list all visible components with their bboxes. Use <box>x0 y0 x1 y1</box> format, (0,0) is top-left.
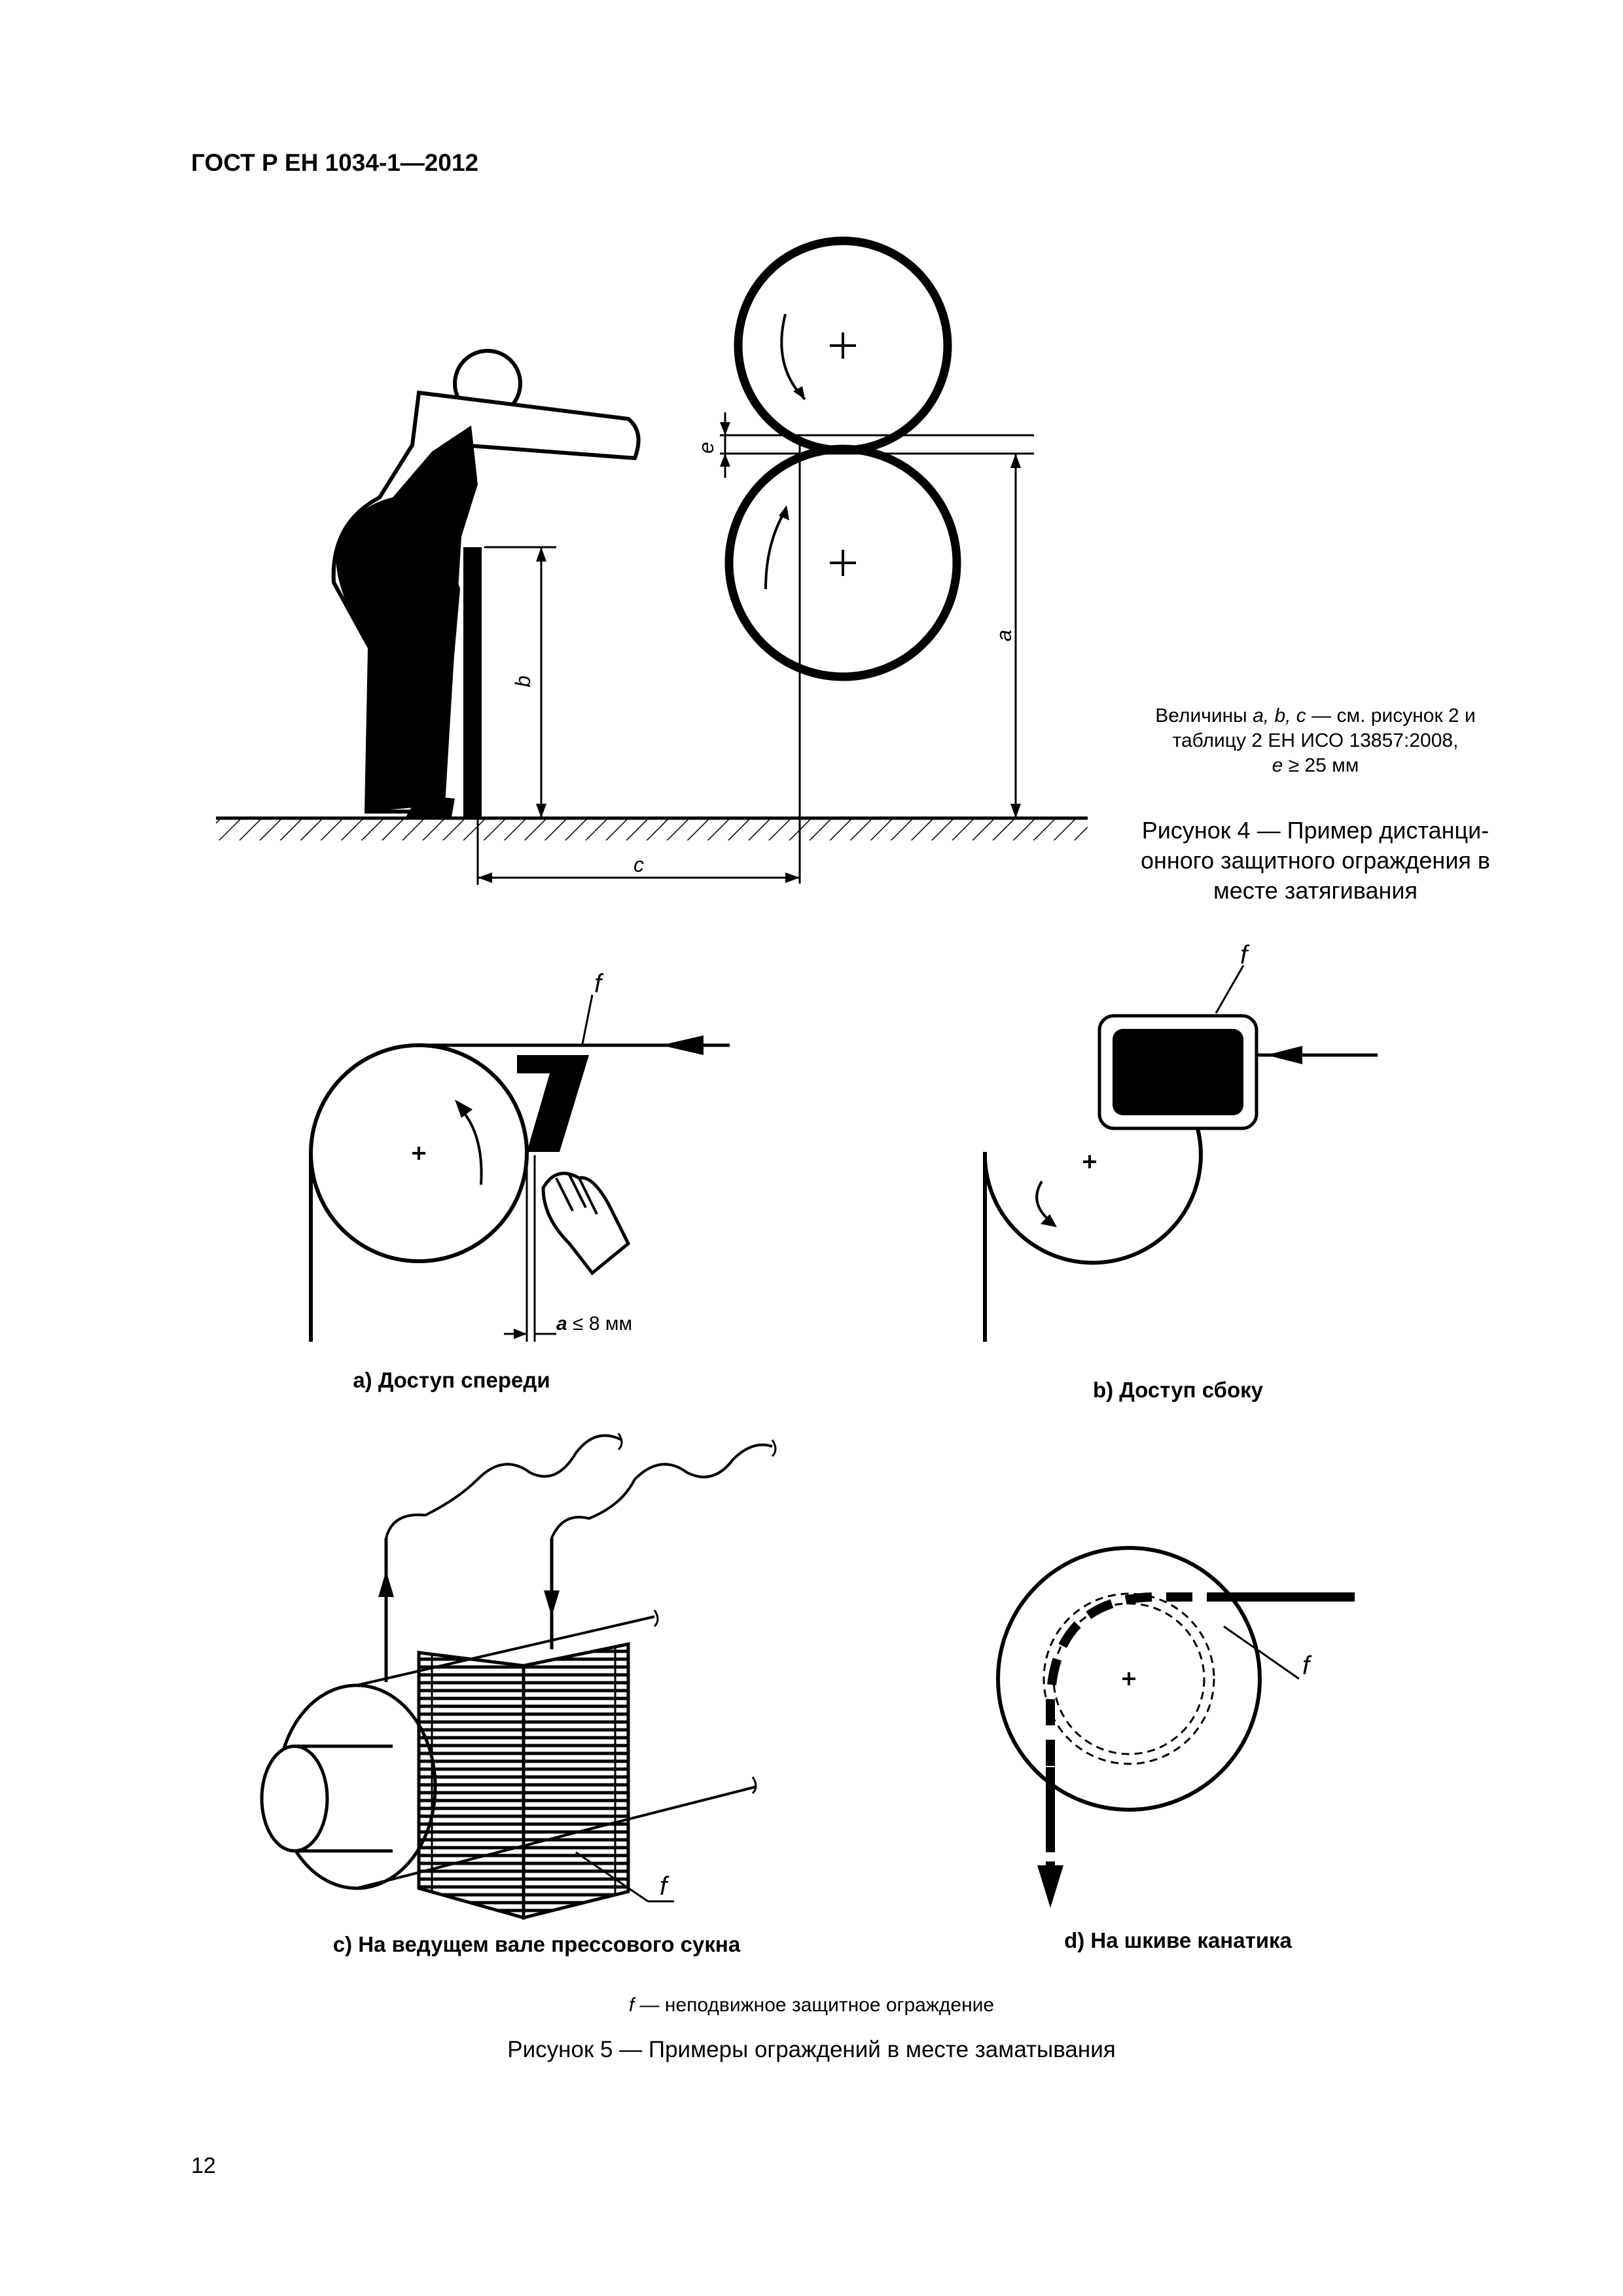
lower-roller <box>724 444 961 681</box>
guard-label-5b: f <box>1240 941 1250 969</box>
guard-label-5d: f <box>1302 1651 1312 1680</box>
dim-label-c: c <box>633 853 644 876</box>
figure5d-drawing: f <box>996 1546 1355 1908</box>
guard-label-5a: f <box>594 969 604 998</box>
figure4-note: Величины a, b, c — см. рисунок 2 и табли… <box>1155 705 1476 776</box>
document-id-header: ГОСТ Р ЕН 1034-1—2012 <box>191 149 479 176</box>
figure4-drawing: b c e a <box>216 236 1088 885</box>
dim-label-b: b <box>511 675 535 687</box>
subcaption-b: b) Доступ сбоку <box>1092 1378 1264 1402</box>
figure5b-drawing: f <box>982 941 1378 1342</box>
figure5-legend: f — неподвижное защитное ограждение <box>628 1994 995 2016</box>
guard-label-5c: f <box>660 1872 669 1901</box>
subcaption-c: с) На ведущем вале прессового сукна <box>332 1932 741 1956</box>
guard-grille-5c <box>417 1641 630 1920</box>
figure5c-drawing: f <box>260 1433 777 1920</box>
page-number: 12 <box>191 2153 216 2178</box>
person-figure <box>331 349 641 817</box>
figure4-caption: Рисунок 4 — Пример дистанци- онного защи… <box>1140 817 1491 904</box>
guard-profile-5a <box>517 1055 589 1152</box>
rope-path <box>1046 1592 1355 1885</box>
distance-guard-post <box>463 547 482 818</box>
roll-shaft <box>260 1744 329 1853</box>
subcaption-a: а) Доступ спереди <box>353 1368 550 1392</box>
figure5a-drawing: f a ≤ 8 мм <box>309 969 730 1342</box>
ground-hatch <box>216 819 1088 840</box>
dim-a-label: a ≤ 8 мм <box>556 1313 632 1335</box>
figure5-caption: Рисунок 5 — Примеры ограждений в месте з… <box>507 2037 1116 2062</box>
sheave-5d <box>996 1546 1262 1812</box>
subcaption-d: d) На шкиве канатика <box>1064 1928 1292 1952</box>
dim-label-e: e <box>694 442 718 454</box>
hand-icon <box>541 1172 631 1276</box>
dim-label-a: a <box>992 630 1016 641</box>
